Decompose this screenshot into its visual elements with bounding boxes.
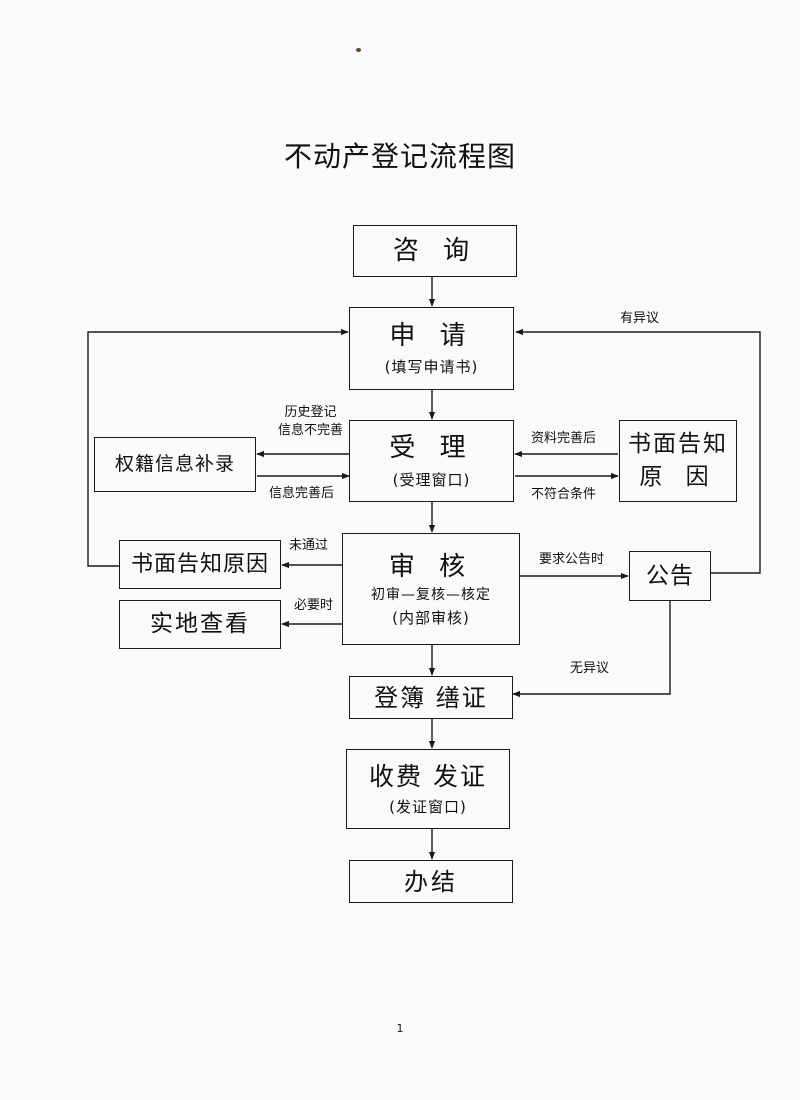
complete-label: 办结 bbox=[404, 867, 458, 896]
review-sublabel-internal: (内部审核) bbox=[392, 608, 470, 627]
fee-sublabel: (发证窗口) bbox=[389, 798, 467, 817]
notify-reason-right-box: 书面告知 原 因 bbox=[619, 420, 737, 502]
info-improved-label: 信息完善后 bbox=[269, 486, 335, 501]
history-incomplete-label: 历史登记 信息不完善 bbox=[278, 404, 343, 439]
register-box: 登簿 缮证 bbox=[349, 676, 513, 719]
announcement-box: 公告 bbox=[629, 551, 711, 601]
notify-reason-right-label: 书面告知 bbox=[628, 431, 728, 458]
scan-speck bbox=[356, 48, 361, 52]
history-incomplete-line2: 信息不完善 bbox=[278, 422, 344, 438]
consult-label: 咨 询 bbox=[392, 235, 478, 266]
apply-label: 申 请 bbox=[389, 320, 474, 351]
fee-label: 收费 发证 bbox=[369, 762, 487, 791]
no-objection-label: 无异议 bbox=[570, 661, 610, 676]
arrow-notify-left-to-apply bbox=[87, 328, 349, 567]
announcement-label: 公告 bbox=[646, 562, 694, 589]
review-box: 审 核 初审—复核—核定 (内部审核) bbox=[342, 533, 520, 645]
review-label: 审 核 bbox=[388, 551, 474, 582]
page-number: 1 bbox=[396, 1022, 404, 1035]
page-title: 不动产登记流程图 bbox=[283, 140, 516, 173]
site-inspection-label: 实地查看 bbox=[150, 611, 250, 638]
notify-reason-left-label: 书面告知原因 bbox=[130, 551, 269, 577]
notify-reason-left-box: 书面告知原因 bbox=[119, 540, 281, 589]
accept-box: 受 理 (受理窗口) bbox=[349, 420, 514, 502]
apply-sublabel: (填写申请书) bbox=[384, 358, 479, 377]
site-inspection-box: 实地查看 bbox=[119, 600, 281, 649]
register-label: 登簿 缮证 bbox=[374, 683, 488, 712]
consult-box: 咨 询 bbox=[353, 225, 517, 277]
apply-box: 申 请 (填写申请书) bbox=[349, 307, 514, 390]
when-necessary-label: 必要时 bbox=[294, 598, 334, 613]
materials-improved-label: 资料完善后 bbox=[531, 431, 597, 446]
supplement-label: 权籍信息补录 bbox=[114, 452, 235, 475]
history-incomplete-line1: 历史登记 bbox=[284, 405, 337, 420]
fee-box: 收费 发证 (发证窗口) bbox=[346, 749, 510, 829]
not-passed-label: 未通过 bbox=[289, 538, 329, 553]
arrow-objection-to-apply bbox=[515, 328, 761, 574]
review-sublabel: 初审—复核—核定 bbox=[371, 587, 491, 604]
not-qualified-label: 不符合条件 bbox=[531, 487, 597, 502]
supplement-box: 权籍信息补录 bbox=[94, 437, 256, 492]
notify-reason-right-label-2: 原 因 bbox=[639, 464, 717, 490]
announce-required-label: 要求公告时 bbox=[539, 552, 605, 567]
objection-label: 有异议 bbox=[620, 311, 660, 326]
accept-label: 受 理 bbox=[389, 433, 474, 464]
complete-box: 办结 bbox=[349, 860, 513, 903]
arrow-no-objection-to-register bbox=[512, 601, 671, 698]
accept-sublabel: (受理窗口) bbox=[392, 470, 471, 489]
